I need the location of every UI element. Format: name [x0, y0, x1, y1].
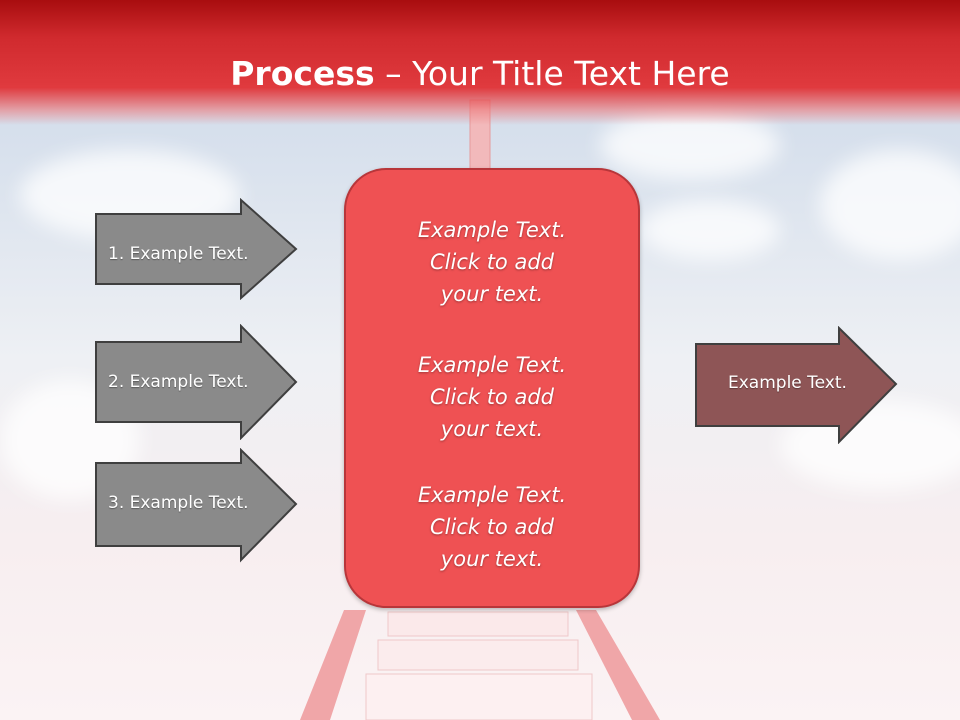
- arrow-shape: [95, 324, 298, 440]
- center-item-line: Click to add: [429, 250, 554, 274]
- left-arrow-label: 2. Example Text.: [108, 372, 249, 392]
- title-separator: –: [374, 54, 413, 93]
- center-item-3[interactable]: Example Text. Click to add your text.: [346, 479, 638, 575]
- title-text: Your Title Text Here: [412, 54, 730, 93]
- center-item-2[interactable]: Example Text. Click to add your text.: [346, 349, 638, 445]
- cloud-6: [640, 200, 780, 260]
- center-item-1[interactable]: Example Text. Click to add your text.: [346, 214, 638, 310]
- left-arrow-label: 1. Example Text.: [108, 244, 249, 264]
- left-arrow-1[interactable]: 1. Example Text.: [94, 198, 300, 300]
- center-item-line: your text.: [440, 547, 544, 571]
- cloud-3: [820, 150, 960, 260]
- arrow-shape: [95, 198, 298, 300]
- center-item-line: Click to add: [429, 385, 554, 409]
- left-arrow-3[interactable]: 3. Example Text.: [94, 448, 300, 564]
- right-arrow[interactable]: Example Text.: [694, 326, 900, 444]
- center-item-line: your text.: [440, 282, 544, 306]
- center-item-line: Example Text.: [417, 218, 567, 242]
- left-arrow-label: 3. Example Text.: [108, 493, 249, 513]
- center-item-line: your text.: [440, 417, 544, 441]
- right-arrow-label: Example Text.: [728, 373, 847, 393]
- slide-title[interactable]: Process – Your Title Text Here: [0, 52, 960, 96]
- center-item-line: Example Text.: [417, 483, 567, 507]
- center-item-line: Click to add: [429, 515, 554, 539]
- arrow-shape: [695, 326, 898, 444]
- header-banner: [0, 0, 960, 125]
- left-arrow-2[interactable]: 2. Example Text.: [94, 324, 300, 440]
- center-item-line: Example Text.: [417, 353, 567, 377]
- center-text-box[interactable]: Example Text. Click to add your text. Ex…: [344, 168, 640, 608]
- title-bold: Process: [230, 54, 375, 93]
- arrow-shape: [95, 448, 298, 563]
